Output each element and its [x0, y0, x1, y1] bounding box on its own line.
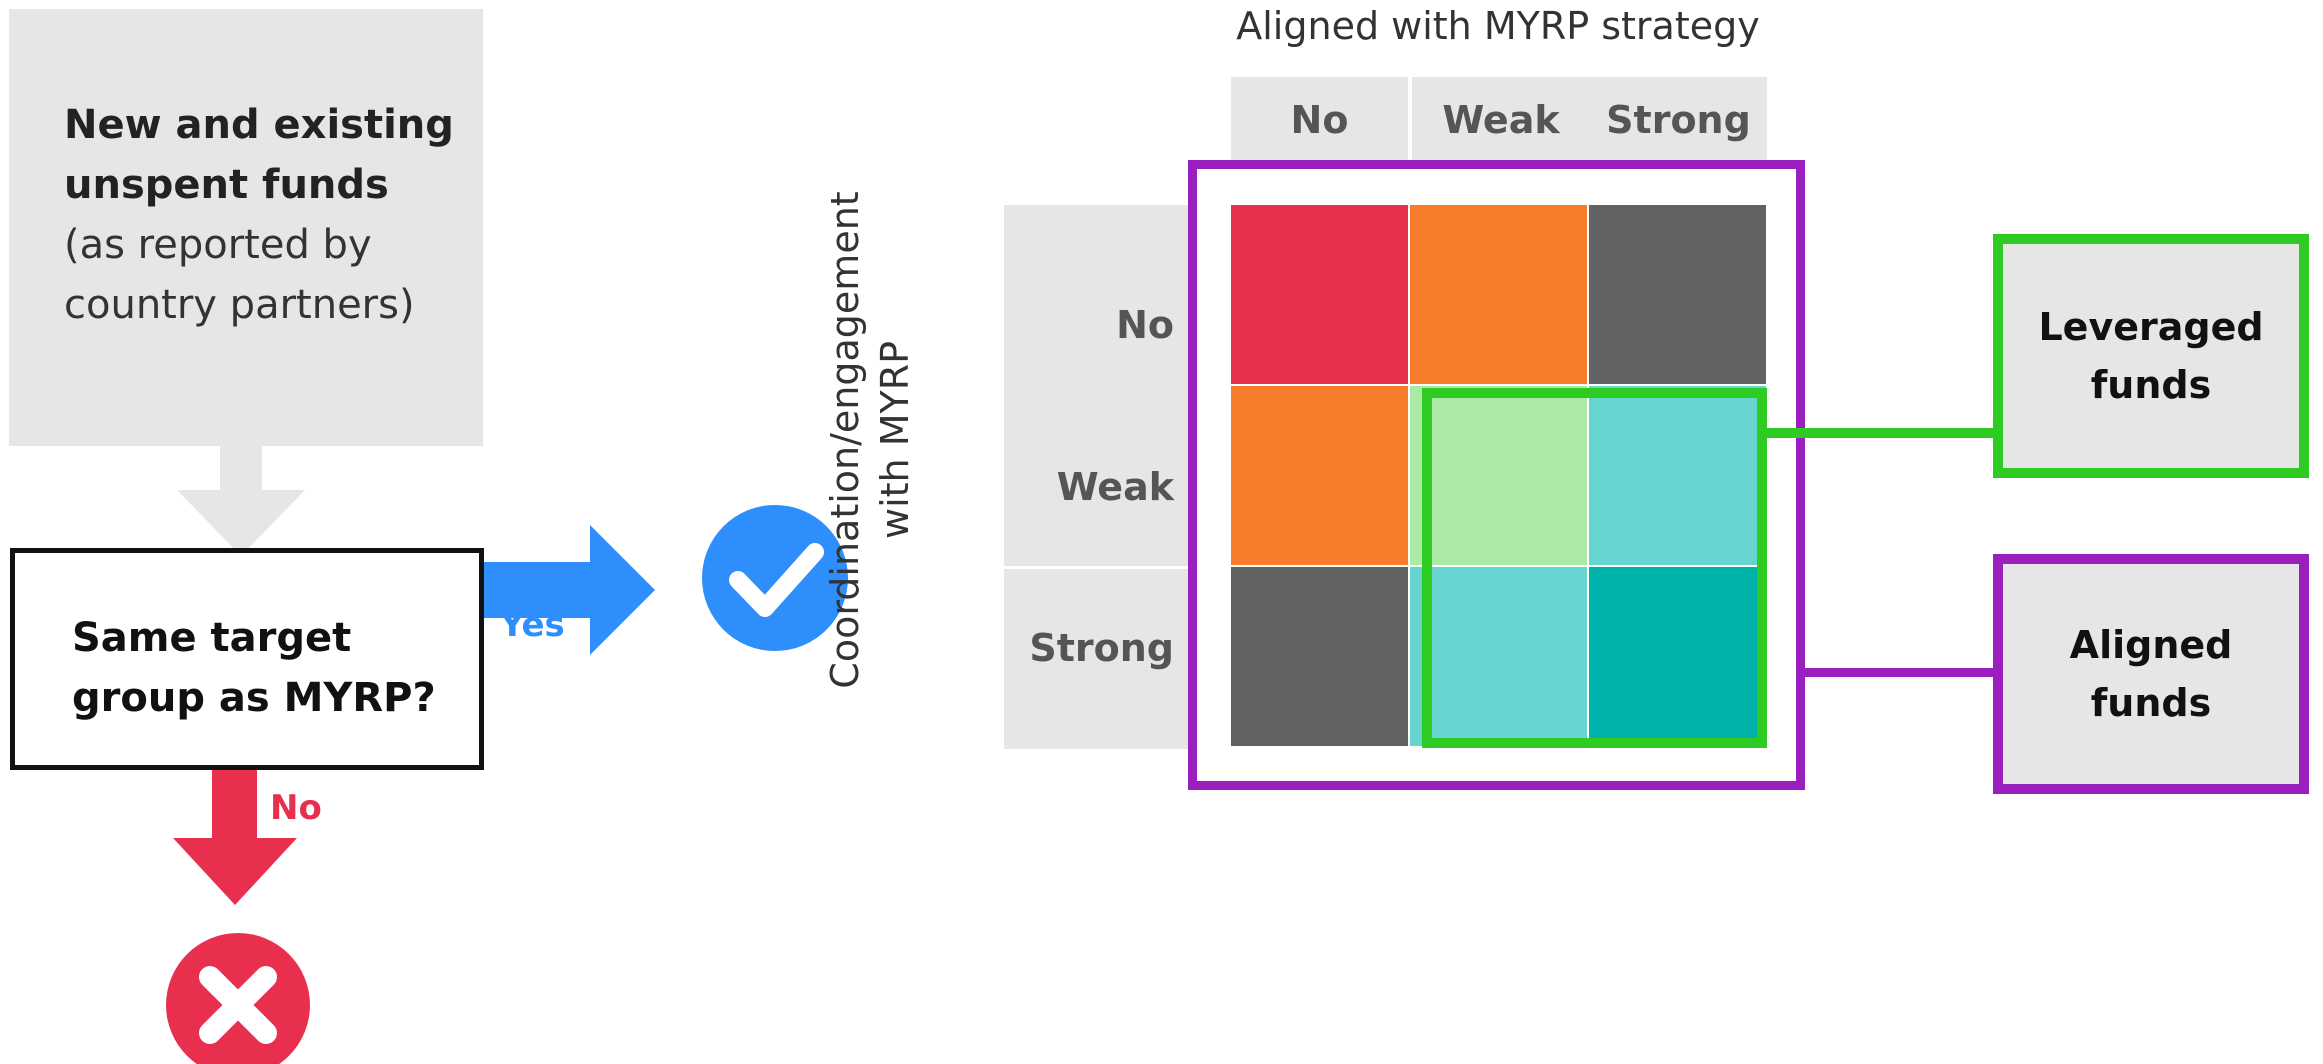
row-header-weak: Weak [1056, 465, 1174, 509]
down-arrow-gray [177, 446, 305, 556]
source-title: New and existing unspent funds [64, 102, 454, 208]
source-box [9, 9, 483, 446]
check-icon [702, 505, 848, 651]
matrix-cell-strong-strong [1589, 567, 1766, 746]
leveraged-connector [1767, 428, 1993, 438]
row-header-divider [1004, 566, 1191, 569]
yes-label: Yes [500, 605, 565, 645]
side-axis-line1: Coordination/engagement [823, 191, 867, 689]
col-header-no: No [1290, 98, 1349, 142]
aligned-connector [1805, 668, 1993, 677]
matrix-cell-weak-no [1231, 386, 1408, 565]
aligned-funds-box: Aligned funds [1993, 554, 2309, 794]
row-header-no: No [1116, 303, 1174, 347]
decision-text: Same target group as MYRP? [72, 615, 436, 721]
aligned-outline [1188, 160, 1805, 790]
matrix-cell-strong-weak [1410, 567, 1587, 746]
leveraged-funds-label: Leveraged funds [2038, 305, 2264, 407]
matrix-cell-no-strong [1589, 205, 1766, 384]
source-note: (as reported by country partners) [64, 222, 415, 328]
row-header-band [1004, 205, 1191, 749]
matrix-cell-no-no [1231, 205, 1408, 384]
leveraged-funds-box: Leveraged funds [1993, 234, 2309, 478]
matrix-cell-weak-weak [1410, 386, 1587, 565]
side-axis-line2: with MYRP [873, 340, 917, 540]
row-header-strong: Strong [1029, 626, 1174, 670]
leveraged-outline [1422, 388, 1767, 748]
col-header-strong: Strong [1606, 98, 1751, 142]
source-text: New and existing unspent funds (as repor… [64, 95, 464, 335]
matrix-cell-strong-no [1231, 567, 1408, 746]
column-header-divider [1408, 77, 1412, 161]
column-header-band [1231, 77, 1767, 161]
aligned-funds-label: Aligned funds [2069, 623, 2233, 725]
top-axis-title: Aligned with MYRP strategy [1236, 4, 1760, 48]
yes-arrow [484, 525, 655, 655]
cross-icon [166, 933, 310, 1064]
no-arrow [173, 770, 297, 905]
matrix-cell-weak-strong [1589, 386, 1766, 565]
decision-box [10, 548, 484, 770]
matrix-cell-no-weak [1410, 205, 1587, 384]
no-label: No [270, 788, 322, 828]
col-header-weak: Weak [1442, 98, 1560, 142]
